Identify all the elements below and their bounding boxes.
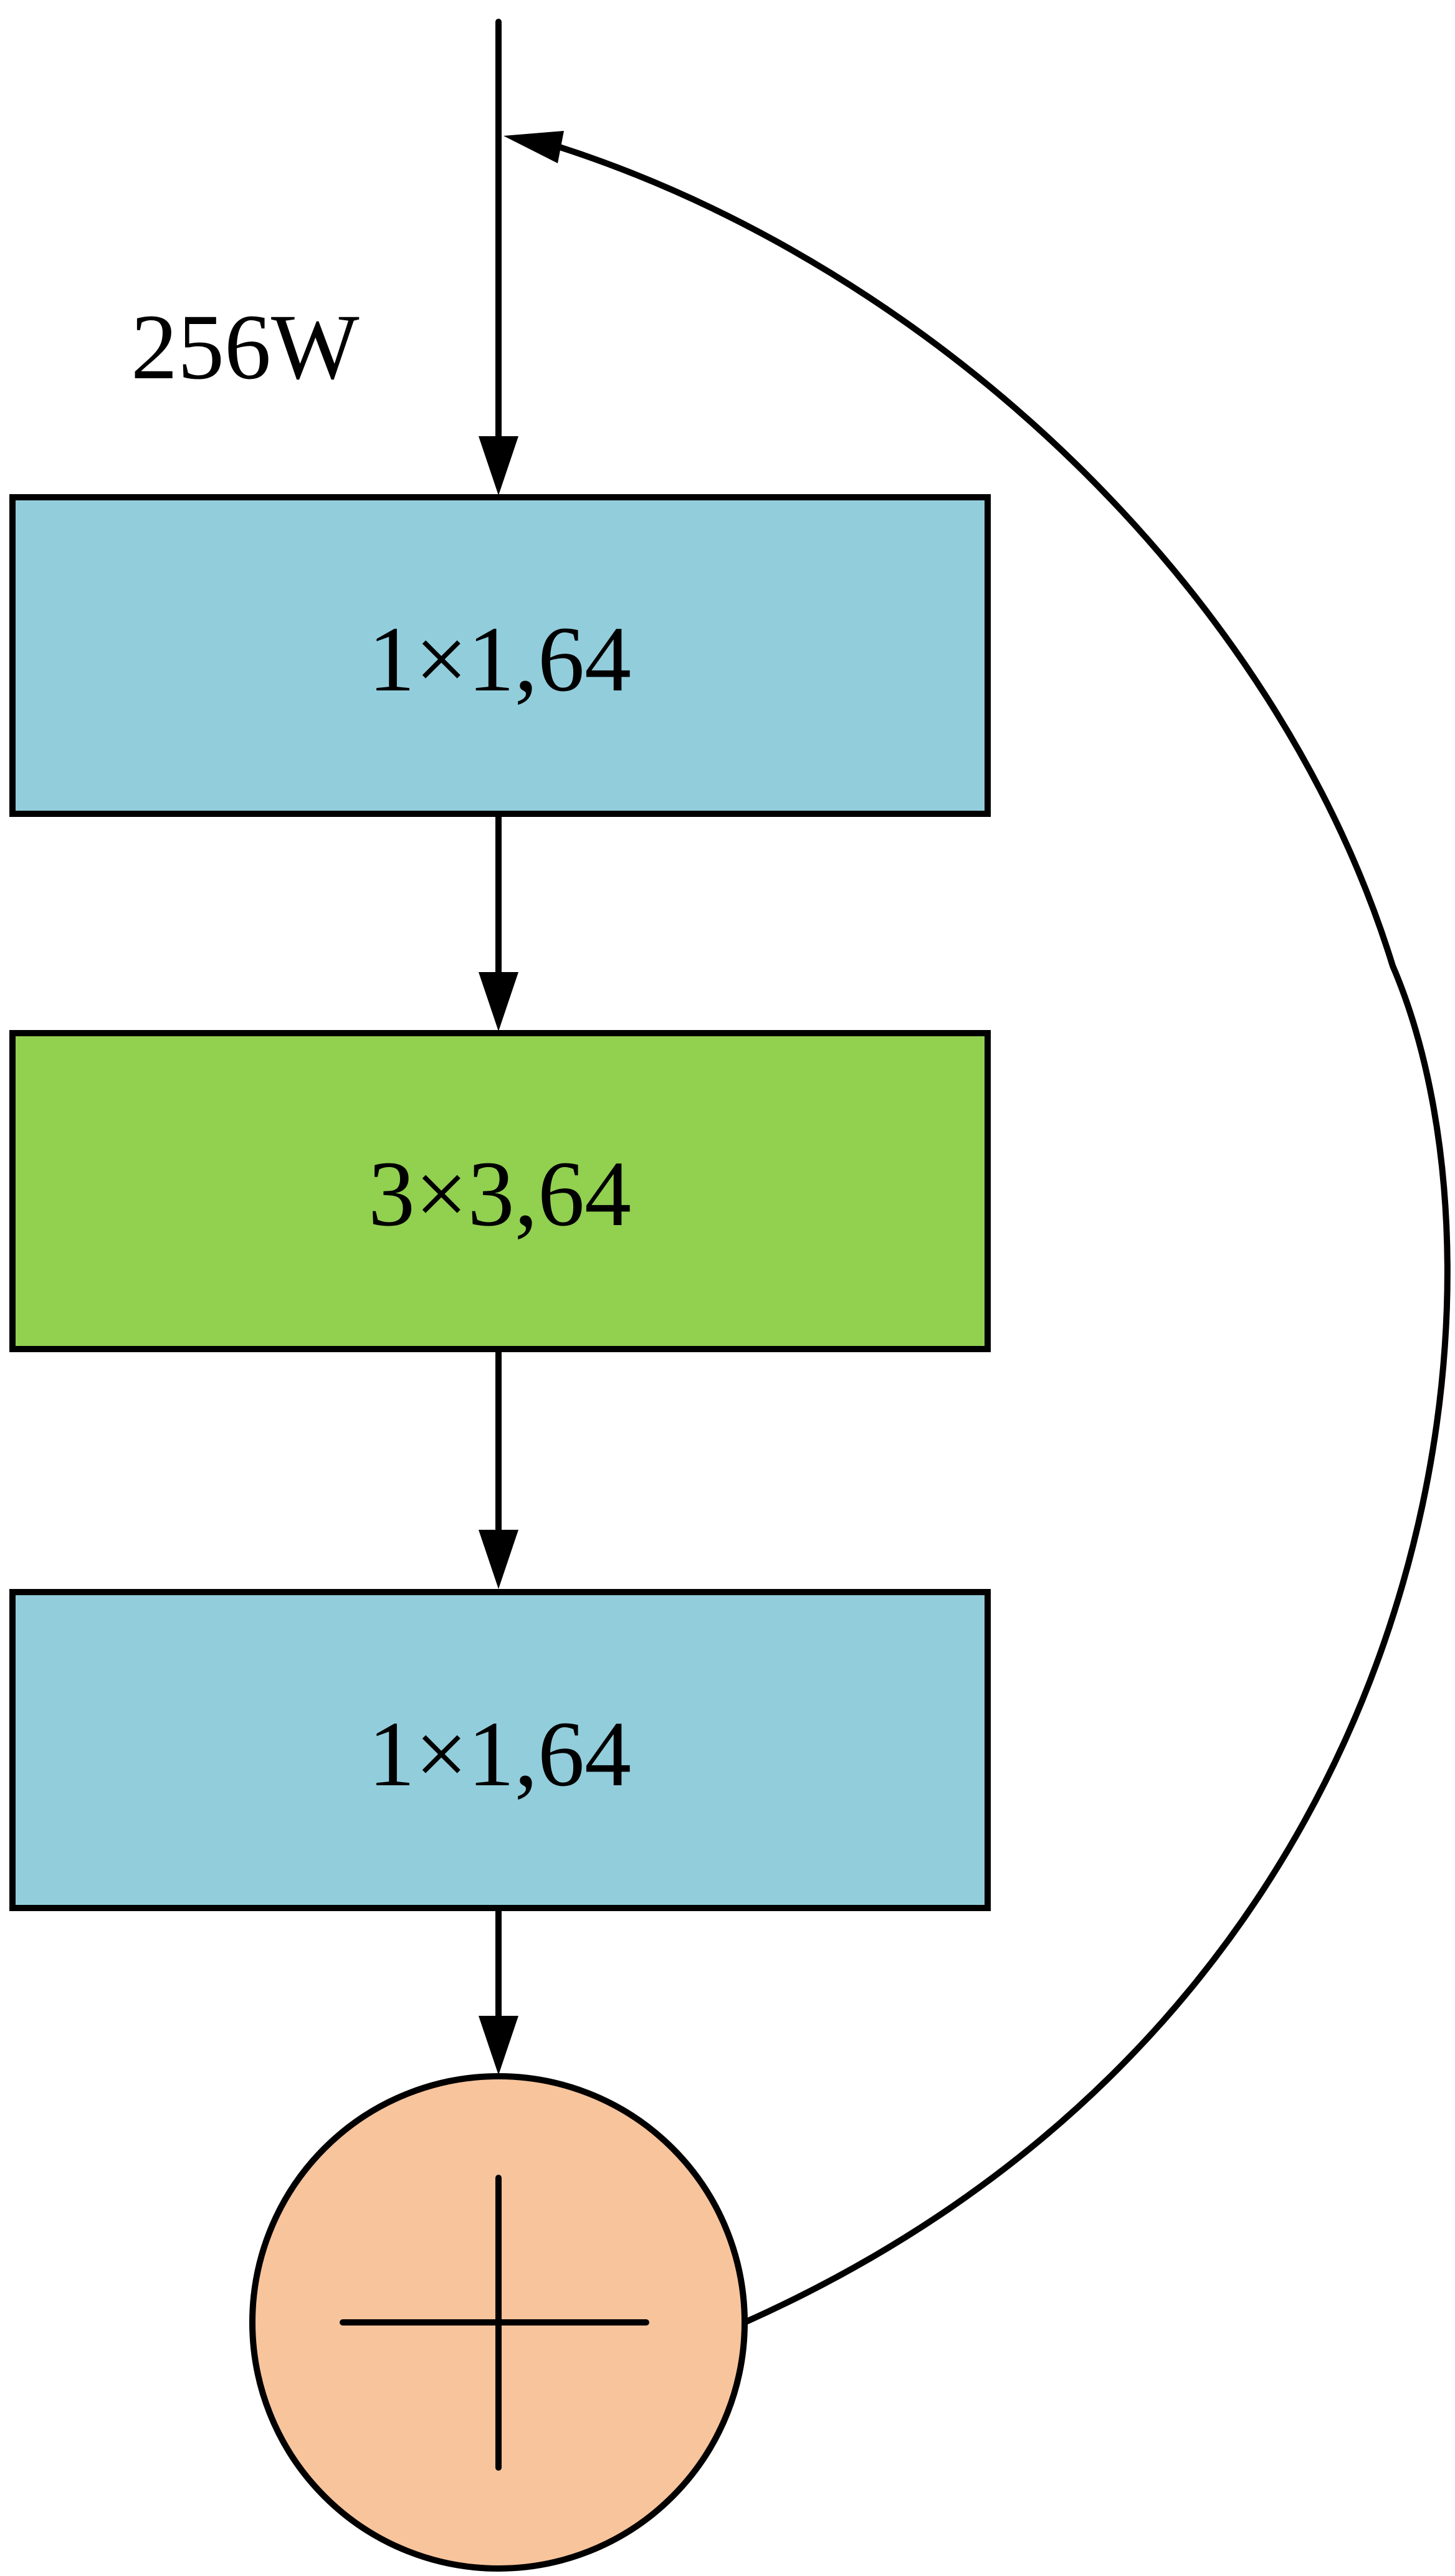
arrow-2-3-head bbox=[479, 1530, 518, 1589]
input-arrowhead bbox=[479, 436, 518, 495]
conv-block-3 bbox=[9, 1589, 991, 1911]
conv-block-3-label: 1×1,64 bbox=[368, 1702, 631, 1806]
conv-block-2 bbox=[9, 1030, 991, 1352]
skip-connection-arrowhead bbox=[503, 131, 564, 163]
conv-block-1-label: 1×1,64 bbox=[368, 608, 631, 711]
input-label: 256W bbox=[131, 295, 360, 399]
arrow-3-sum-head bbox=[479, 2016, 518, 2075]
arrow-1-2-head bbox=[479, 972, 518, 1031]
skip-connection-curve bbox=[556, 143, 1451, 2326]
conv-block-2-label: 3×3,64 bbox=[368, 1142, 631, 1246]
